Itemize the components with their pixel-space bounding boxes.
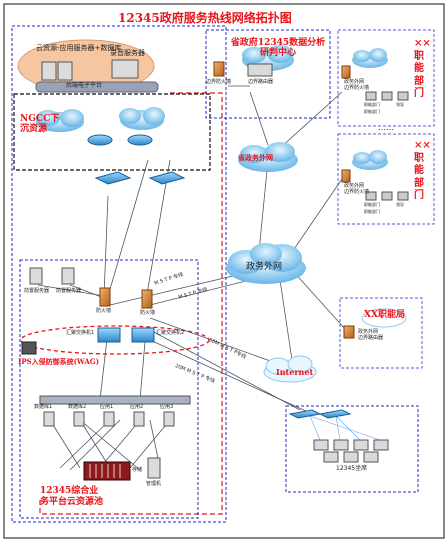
firewall-label-1: 防火墙 <box>96 308 112 314</box>
dept-box-1 <box>337 29 435 127</box>
core-switch-2 <box>131 327 155 343</box>
gov-net-label: 政务外网 <box>246 262 283 272</box>
ngcc-box <box>13 93 211 171</box>
ngcc-switch-2 <box>148 171 186 185</box>
recorder-server-icon <box>111 59 139 79</box>
dept1-pcs <box>365 91 409 101</box>
switch-label-2: 汇聚交换机2 <box>156 330 185 336</box>
dept1-term-2: 职能部门 <box>364 109 380 114</box>
front-server-2 <box>61 267 75 285</box>
outer-frame <box>3 3 445 539</box>
province-firewall-icon <box>213 61 225 77</box>
dept2-term-3: 领导 <box>396 202 404 207</box>
dept2-term-1: 职能部门 <box>364 202 380 207</box>
dept2-label: ××职能部门 <box>414 140 431 201</box>
links-seats <box>309 415 381 441</box>
dept-box-2 <box>337 133 435 225</box>
bureau-cloud <box>361 308 407 328</box>
seat-pcs <box>313 439 389 463</box>
dept1-term-3: 领导 <box>396 102 404 107</box>
switch-label-1: 汇聚交换机1 <box>66 330 95 336</box>
backend-bar <box>35 81 159 93</box>
dept1-edge-1: 政务外网 <box>344 79 365 85</box>
waf-device-icon <box>21 341 37 355</box>
dept-cloud-2 <box>352 150 388 170</box>
province-center-label: 省政府12345数据分析研判中心 <box>230 38 326 59</box>
dept2-edge-2: 边界防火墙 <box>344 189 370 195</box>
seats-switch-1 <box>288 409 322 419</box>
province-box <box>205 29 331 119</box>
seats-box <box>285 405 419 493</box>
platform-bracket <box>39 92 223 515</box>
app-server-icon <box>41 61 73 81</box>
diagram-title: 12345政府服务热线网络拓扑图 <box>118 11 292 25</box>
internet-label: Internet <box>276 367 314 377</box>
internet-cloud <box>263 355 317 383</box>
dept1-label: ××职能部门 <box>414 38 431 99</box>
dept-ellipsis: …… <box>378 123 394 132</box>
dept1-firewall-icon <box>341 65 351 79</box>
firewall-label-2: 防火墙 <box>140 310 156 316</box>
ngcc-cloud-1 <box>36 109 84 132</box>
dept2-pcs <box>365 191 409 201</box>
switch-ellipse <box>20 325 210 355</box>
ngcc-router-1 <box>87 134 113 146</box>
gov-net-cloud <box>226 243 306 284</box>
dept-cloud-1 <box>352 48 388 68</box>
bureau-edge-1: 政务外网 <box>358 329 379 335</box>
rack-label-5: 应用3 <box>160 404 174 410</box>
province-net-label: 省政务外网 <box>238 153 273 162</box>
platform-label: 12345综合业务平台云资源池 <box>40 486 104 507</box>
province-server-icon <box>247 63 273 77</box>
storage-label: 存储 <box>132 467 143 473</box>
ngcc-label: NGCC下沉资源 <box>20 114 60 135</box>
province-firewall-label: 边界防火墙 <box>206 79 232 85</box>
front-server-1 <box>29 267 43 285</box>
datacenter-frame <box>19 259 199 519</box>
core-switch-1 <box>97 327 121 343</box>
app-server-label: 云资源-应用服务器+数据库 <box>36 44 122 52</box>
rack-servers <box>43 411 175 427</box>
rack-label-2: 数据库2 <box>68 404 87 410</box>
links <box>37 85 347 471</box>
main-frame <box>11 25 227 523</box>
rack-label-4: 应用2 <box>130 404 144 410</box>
dept2-firewall-icon <box>341 169 351 183</box>
rack-bar <box>39 395 191 405</box>
ngcc-router-2 <box>127 134 153 146</box>
bureau-router-icon <box>343 325 355 339</box>
dept2-edge-1: 政务外网 <box>344 183 365 189</box>
dept1-edge-2: 边界防火墙 <box>344 85 370 91</box>
rack-label-3: 应用1 <box>100 404 114 410</box>
dept2-term-2: 职能部门 <box>364 209 380 214</box>
backend-label: 后端电子平台 <box>66 82 103 89</box>
dept1-term-1: 职能部门 <box>364 102 380 107</box>
front-server-label-1: 前置服务器 <box>24 288 50 294</box>
bureau-box <box>339 297 423 369</box>
bureau-edge-2: 边界路由器 <box>358 335 384 341</box>
seats-switch-2 <box>318 409 352 419</box>
bureau-label: XX职能局 <box>364 310 405 320</box>
mgmt-label: 管理机 <box>146 481 162 487</box>
ngcc-cloud-2 <box>119 107 165 130</box>
province-router-label: 边界路由器 <box>248 79 274 85</box>
storage-array-icon <box>83 461 131 481</box>
rack-label-1: 数据库1 <box>34 404 53 410</box>
seats-label: 12345坐席 <box>336 465 368 472</box>
mgmt-server-icon <box>147 457 161 479</box>
recorder-label: 录音服务器 <box>110 49 145 57</box>
front-server-label-2: 前置服务器 <box>56 288 82 294</box>
dc-firewall-2 <box>141 289 153 309</box>
province-net-cloud <box>238 142 298 172</box>
dc-firewall-1 <box>99 287 111 307</box>
waf-label: IPS入侵防御系统(WAG) <box>18 357 100 366</box>
ngcc-switch-1 <box>94 171 132 185</box>
